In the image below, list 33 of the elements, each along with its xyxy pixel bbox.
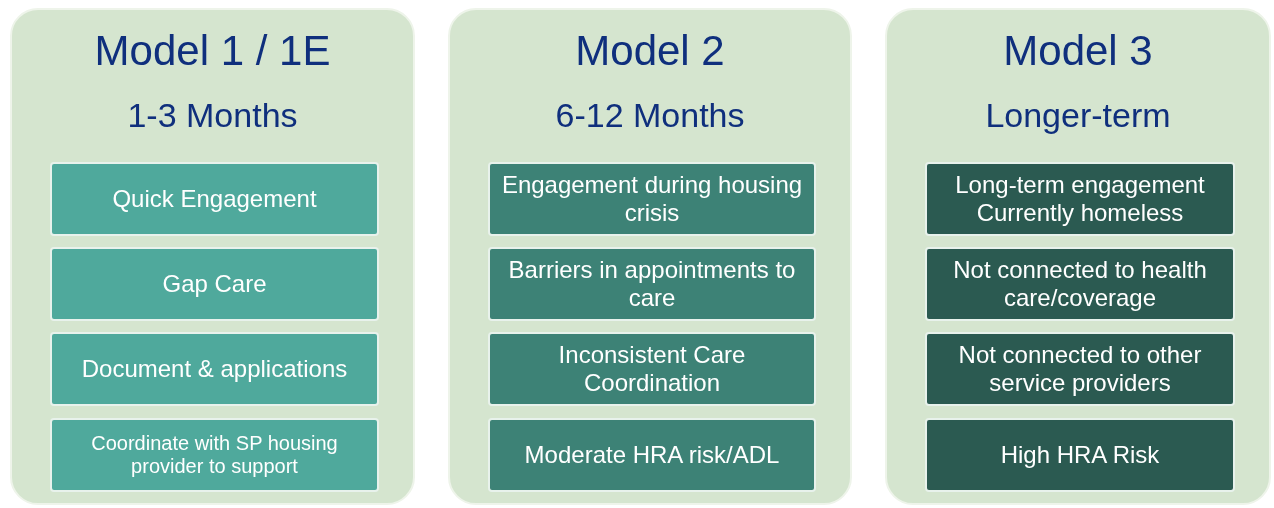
criteria-box xyxy=(925,162,1235,236)
criteria-box xyxy=(50,247,379,321)
criteria-box xyxy=(50,162,379,236)
criteria-text: Gap Care xyxy=(162,270,267,298)
criteria-text: Document & applications xyxy=(81,355,348,383)
criteria-text: Long-term engagement Currently homeless xyxy=(954,171,1206,227)
duration-subtitle: 1-3 Months xyxy=(126,98,299,132)
duration-subtitle: 6-12 Months xyxy=(554,98,746,132)
criteria-box xyxy=(925,247,1235,321)
criteria-box xyxy=(488,332,816,406)
criteria-text: Quick Engagement xyxy=(112,185,317,213)
criteria-text: Barriers in appointments to care xyxy=(507,256,797,312)
model-title: Model 2 xyxy=(574,30,726,72)
criteria-box xyxy=(488,247,816,321)
criteria-text: Engagement during housing crisis xyxy=(500,171,804,227)
criteria-text: Moderate HRA risk/ADL xyxy=(524,441,780,469)
criteria-box xyxy=(50,332,379,406)
criteria-text: Not connected to other service providers xyxy=(957,341,1203,397)
criteria-box xyxy=(50,418,379,492)
duration-subtitle: Longer-term xyxy=(984,98,1172,132)
model-title: Model 1 / 1E xyxy=(93,30,332,72)
criteria-text: Not connected to health care/coverage xyxy=(952,256,1208,312)
criteria-text: Coordinate with SP housing provider to support xyxy=(90,432,339,478)
model-panel xyxy=(885,8,1271,505)
model-panel xyxy=(10,8,415,505)
criteria-box xyxy=(488,162,816,236)
criteria-text: High HRA Risk xyxy=(1000,441,1160,469)
model-title: Model 3 xyxy=(1002,30,1154,72)
criteria-box xyxy=(925,332,1235,406)
criteria-box xyxy=(488,418,816,492)
criteria-box xyxy=(925,418,1235,492)
criteria-text: Inconsistent Care Coordination xyxy=(557,341,747,397)
model-panel xyxy=(448,8,852,505)
